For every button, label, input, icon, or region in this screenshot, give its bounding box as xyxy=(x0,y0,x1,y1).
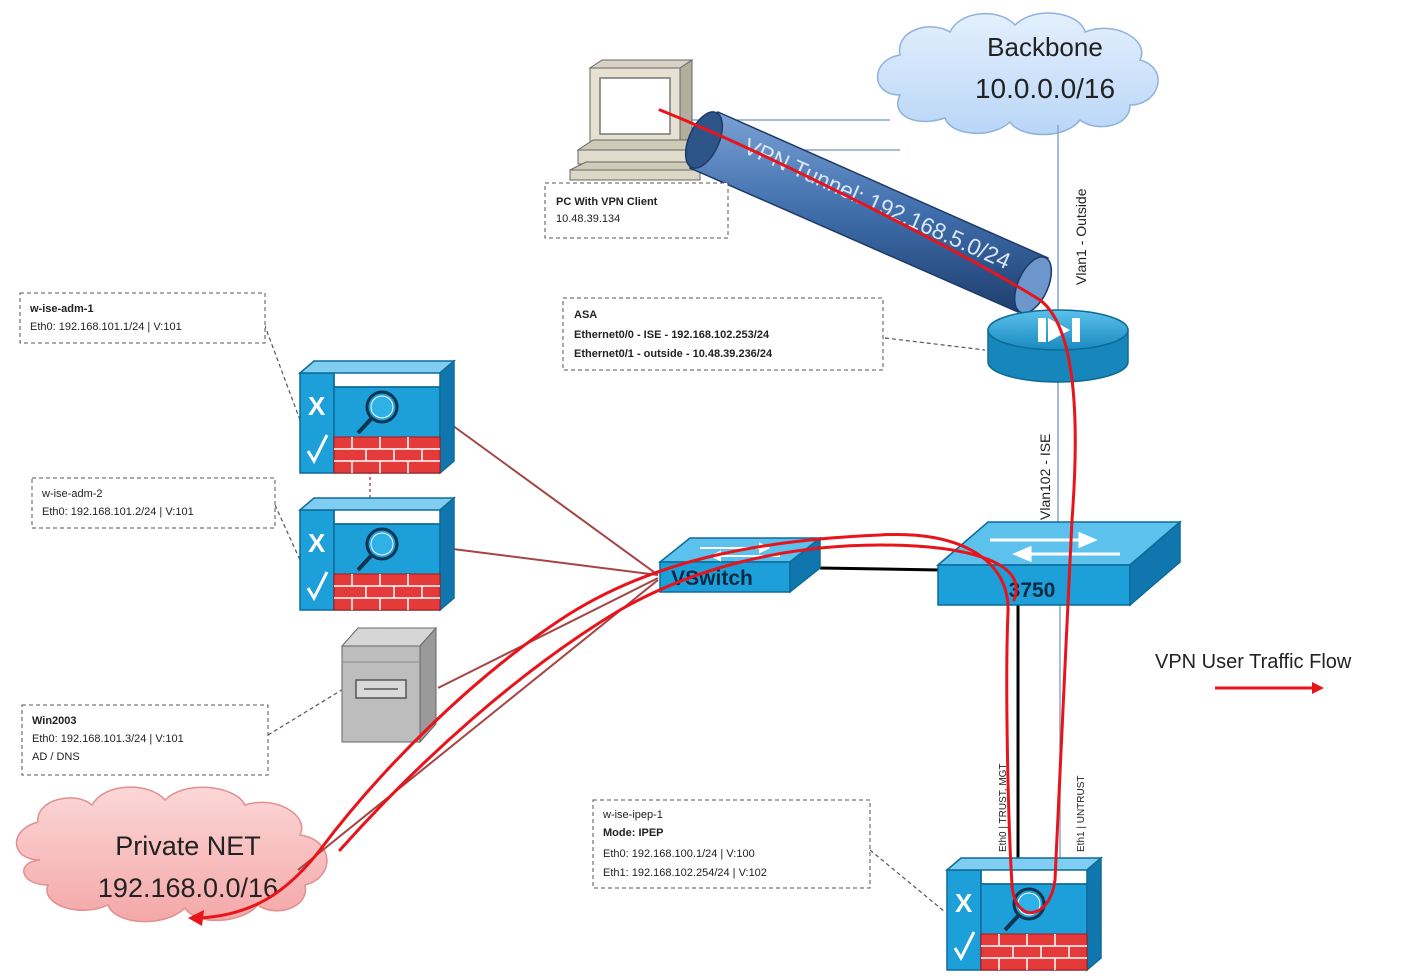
vpn-traffic-flow-path xyxy=(188,108,1077,926)
asa-callout-eth0: Ethernet0/0 - ISE - 192.168.102.253/24 xyxy=(574,329,770,341)
ise-adm-2-icon[interactable] xyxy=(298,496,456,612)
legend-label: VPN User Traffic Flow xyxy=(1155,651,1352,673)
vlan1-label: Vlan1 - Outside xyxy=(1073,188,1089,285)
vswitch-label: VSwitch xyxy=(671,567,753,590)
adm2-callout-title: w-ise-adm-2 xyxy=(41,488,103,500)
traffic-flow-legend: VPN User Traffic Flow xyxy=(1155,651,1352,694)
eth0-trust-label: Eth0 | TRUST, MGT xyxy=(998,763,1009,852)
pc-callout-title: PC With VPN Client xyxy=(556,196,658,208)
vpn-tunnel: VPN Tunnel: 192.168.5.0/24 xyxy=(684,111,1053,314)
ipep-callout-eth0: Eth0: 192.168.100.1/24 | V:100 xyxy=(603,848,755,860)
switch-3750-label: 3750 xyxy=(1009,579,1056,602)
adm2-callout: w-ise-adm-2 Eth0: 192.168.101.2/24 | V:1… xyxy=(31,477,276,529)
ipep-callout-title: w-ise-ipep-1 xyxy=(602,809,663,821)
asa-firewall-icon[interactable] xyxy=(987,309,1129,383)
win2003-server-icon[interactable] xyxy=(340,626,438,744)
win2003-callout-role: AD / DNS xyxy=(32,751,80,763)
vlan102-label: Vlan102 - ISE xyxy=(1037,434,1053,520)
ise-ipep-1-icon[interactable] xyxy=(945,856,1103,972)
private-net-name: Private NET xyxy=(115,831,261,861)
adm2-callout-eth0: Eth0: 192.168.101.2/24 | V:101 xyxy=(42,506,194,518)
adm1-callout-title: w-ise-adm-1 xyxy=(29,303,94,315)
ipep-callout-mode: Mode: IPEP xyxy=(603,827,664,839)
pc-callout-ip: 10.48.39.134 xyxy=(556,213,620,225)
ipep-callout-eth1: Eth1: 192.168.102.254/24 | V:102 xyxy=(603,867,767,879)
legend-arrow-head xyxy=(1312,682,1324,694)
win2003-callout-eth0: Eth0: 192.168.101.3/24 | V:101 xyxy=(32,733,184,745)
eth1-untrust-label: Eth1 | UNTRUST xyxy=(1076,776,1087,853)
ipep-callout: w-ise-ipep-1 Mode: IPEP Eth0: 192.168.10… xyxy=(592,799,871,889)
private-net-cloud: Private NET 192.168.0.0/16 xyxy=(15,786,328,923)
adm1-callout: w-ise-adm-1 Eth0: 192.168.101.1/24 | V:1… xyxy=(19,292,266,344)
asa-callout-title: ASA xyxy=(574,309,597,321)
asa-callout: ASA Ethernet0/0 - ISE - 192.168.102.253/… xyxy=(562,297,884,371)
ise-adm-1-icon[interactable] xyxy=(298,359,456,475)
asa-callout-eth1: Ethernet0/1 - outside - 10.48.39.236/24 xyxy=(574,348,773,360)
backbone-cloud: Backbone 10.0.0.0/16 xyxy=(876,12,1159,136)
win2003-callout: Win2003 Eth0: 192.168.101.3/24 | V:101 A… xyxy=(21,704,269,776)
pc-icon[interactable] xyxy=(569,59,717,181)
win2003-callout-title: Win2003 xyxy=(32,715,77,727)
callout-leaders xyxy=(261,317,986,913)
backbone-cloud-name: Backbone xyxy=(987,32,1103,62)
private-net-subnet: 192.168.0.0/16 xyxy=(98,873,278,903)
backbone-cloud-subnet: 10.0.0.0/16 xyxy=(975,73,1115,104)
switch-3750-icon[interactable]: 3750 xyxy=(935,520,1183,607)
pc-callout: PC With VPN Client 10.48.39.134 xyxy=(544,182,729,239)
adm1-callout-eth0: Eth0: 192.168.101.1/24 | V:101 xyxy=(30,321,182,333)
